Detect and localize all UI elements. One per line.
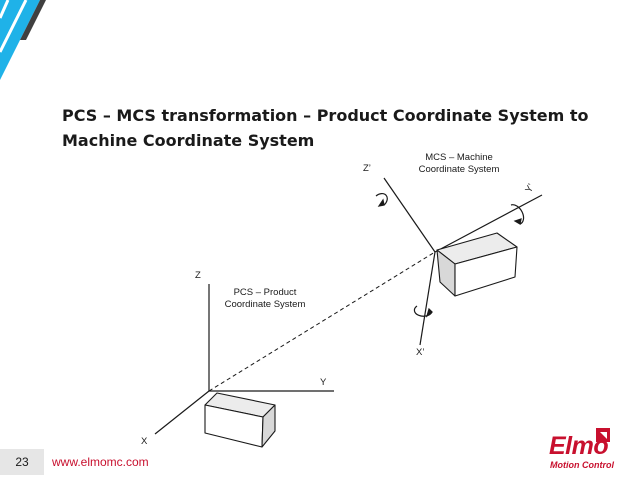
- page-number: 23: [0, 449, 44, 475]
- footer-url-link[interactable]: www.elmomc.com: [52, 455, 149, 469]
- transformation-dashed-line: [208, 251, 436, 392]
- pcs-axis-z-label: Z: [195, 270, 201, 281]
- pcs-axes: [154, 284, 334, 435]
- mcs-axes: [383, 177, 543, 346]
- logo-wordmark: Elmo: [549, 432, 609, 460]
- elmo-logo-mark-icon: [596, 428, 610, 442]
- rotation-arrow-y-icon: [510, 204, 525, 225]
- logo-tagline: Motion Control: [550, 460, 614, 470]
- mcs-axis-x-label: X’: [416, 347, 425, 358]
- pcs-caption: PCS – Product Coordinate System: [212, 287, 318, 311]
- mcs-caption: MCS – Machine Coordinate System: [406, 152, 512, 176]
- pcs-axis-x-label: X: [141, 436, 148, 447]
- pcs-caption-line1: PCS – Product: [233, 287, 297, 298]
- mcs-caption-line2: Coordinate System: [418, 164, 500, 175]
- mcs-axis-z-label: Z’: [363, 163, 371, 174]
- slide-title: PCS – MCS transformation – Product Coord…: [62, 106, 589, 150]
- pcs-axis-y-label: Y: [320, 377, 327, 388]
- rotation-arrow-z-icon: [375, 192, 388, 207]
- mcs-caption-line1: MCS – Machine: [425, 152, 493, 163]
- pcs-product-box: [204, 392, 276, 448]
- pcs-caption-line2: Coordinate System: [224, 299, 306, 310]
- mcs-machine-box: [436, 232, 518, 297]
- rotation-arrow-x-icon: [413, 305, 433, 318]
- corner-stripes-decoration: [0, 0, 46, 80]
